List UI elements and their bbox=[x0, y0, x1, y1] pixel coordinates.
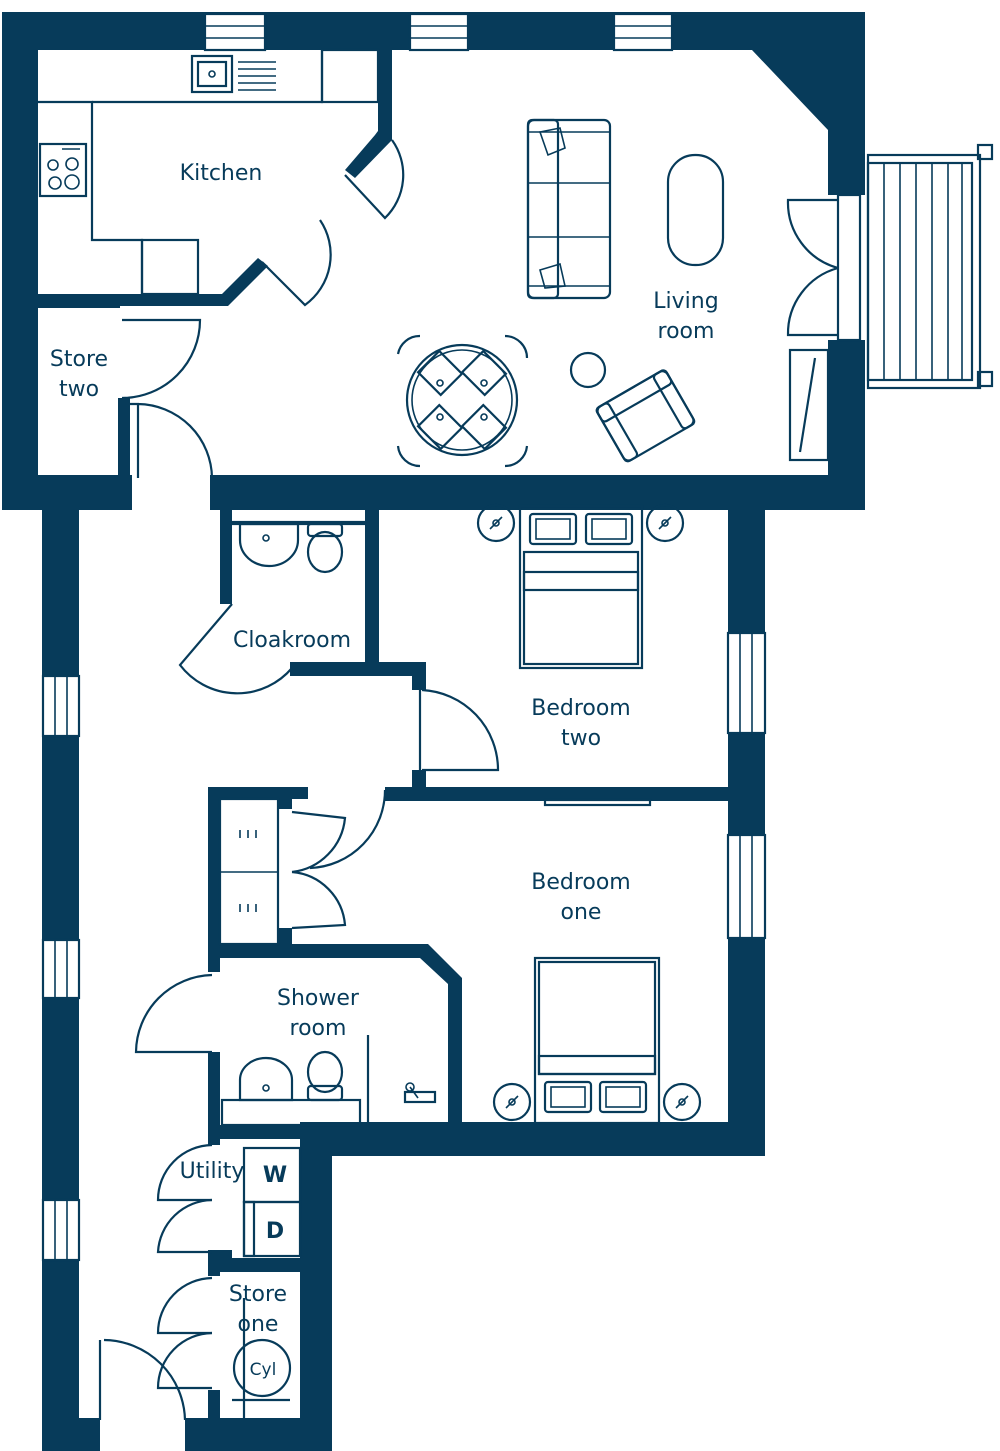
cylinder-label: Cyl bbox=[250, 1360, 277, 1380]
windows bbox=[41, 12, 862, 1262]
bedroom-one-label-line2: one bbox=[561, 900, 602, 925]
utility-fixtures bbox=[232, 1146, 302, 1418]
store-one-label-line1: Store bbox=[229, 1282, 287, 1307]
doors bbox=[98, 139, 839, 1421]
kitchen-label: Kitchen bbox=[180, 161, 263, 186]
dryer-label: D bbox=[266, 1219, 284, 1244]
balcony bbox=[866, 143, 994, 390]
wardrobe-fixtures bbox=[218, 797, 280, 946]
store-two-label-line1: Store bbox=[50, 347, 108, 372]
bedroom-two-label-line1: Bedroom bbox=[531, 696, 631, 721]
utility-label: Utility bbox=[180, 1159, 245, 1184]
cloakroom-fixtures bbox=[230, 520, 367, 574]
room-labels: Kitchen Living room Store two Cloakroom … bbox=[50, 161, 719, 1380]
shower-room-label-line1: Shower bbox=[277, 986, 360, 1011]
washer-label: W bbox=[263, 1163, 287, 1188]
store-one-label-line2: one bbox=[238, 1312, 279, 1337]
living-room-label-line1: Living bbox=[653, 289, 718, 314]
cloakroom-label: Cloakroom bbox=[233, 628, 351, 653]
bedroom-one-furniture bbox=[492, 956, 702, 1125]
store-two-label-line2: two bbox=[59, 377, 99, 402]
bedroom-two-label-line2: two bbox=[561, 726, 601, 751]
living-furniture bbox=[396, 118, 830, 468]
kitchen-fixtures bbox=[38, 48, 380, 296]
bedroom-two-furniture bbox=[476, 503, 685, 807]
bedroom-one-label-line1: Bedroom bbox=[531, 870, 631, 895]
shower-room-label-line2: room bbox=[290, 1016, 347, 1041]
interior-walls bbox=[38, 50, 765, 1420]
living-room-label-line2: room bbox=[658, 319, 715, 344]
shower-fixtures bbox=[220, 1035, 437, 1127]
